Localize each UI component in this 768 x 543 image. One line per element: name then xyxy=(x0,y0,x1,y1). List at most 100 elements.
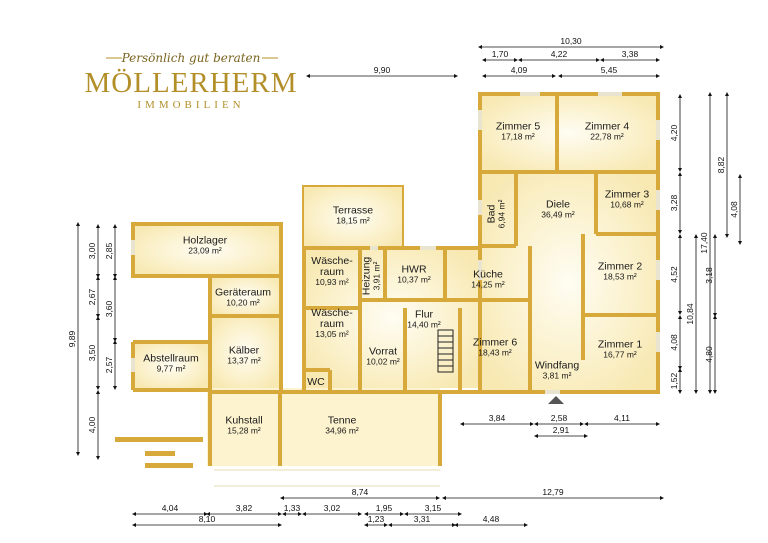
room-area: 3,91 m² xyxy=(372,261,382,290)
room-area: 34,96 m² xyxy=(325,426,359,436)
room-area: 3,81 m² xyxy=(543,371,572,381)
dimension-label: 8,74 xyxy=(352,487,369,497)
room-area: 10,20 m² xyxy=(226,298,260,308)
room-name: Zimmer 5 xyxy=(496,121,540,133)
dimension-label: 1,95 xyxy=(376,503,393,513)
dimension-label: 4,80 xyxy=(704,346,714,363)
room-name: Zimmer 3 xyxy=(605,189,649,201)
room-area: 14,40 m² xyxy=(407,320,441,330)
dimension-label: 1,23 xyxy=(368,514,385,524)
room-area: 16,77 m² xyxy=(603,350,637,360)
room-area: 22,78 m² xyxy=(590,132,624,142)
dimension-label: 3,00 xyxy=(87,242,97,259)
dimension-label: 4,00 xyxy=(87,416,97,433)
windows xyxy=(131,92,660,394)
dimension-label: 12,79 xyxy=(542,487,564,497)
dimension-label: 8,10 xyxy=(199,514,216,524)
dimension-label: 3,28 xyxy=(669,194,679,211)
room-area: 23,09 m² xyxy=(188,246,222,256)
dimension-label: 3,02 xyxy=(324,503,341,513)
walls xyxy=(131,92,660,466)
room-name: raum xyxy=(320,318,344,330)
room-name: Heizung xyxy=(361,257,373,296)
room-area: 18,43 m² xyxy=(478,348,512,358)
dimension-label: 2,58 xyxy=(551,413,568,423)
dimension-label: 2,67 xyxy=(87,288,97,305)
room-name: Holzlager xyxy=(183,235,228,247)
room-label-zimmer2: Zimmer 218,53 m² xyxy=(598,261,642,282)
logo-tagline: Persönlich gut beraten xyxy=(121,51,261,65)
room-name: Zimmer 2 xyxy=(598,261,642,273)
room-name: WC xyxy=(307,376,325,388)
dimension-label: 2,85 xyxy=(104,242,114,259)
room-area: 6,94 m² xyxy=(497,199,507,228)
room-name: Diele xyxy=(546,199,570,211)
dimension-label: 4,04 xyxy=(162,503,179,513)
dimension-label: 4,09 xyxy=(511,65,528,75)
room-area: 10,02 m² xyxy=(366,357,400,367)
dimension-label: 3,15 xyxy=(425,503,442,513)
room-area: 13,05 m² xyxy=(315,329,349,339)
dimension-label: 4,08 xyxy=(729,201,739,218)
room-area: 15,28 m² xyxy=(227,426,261,436)
dimension-label: 2,91 xyxy=(553,425,570,435)
dimension-label: 3,60 xyxy=(104,300,114,317)
dimension-label: 3,38 xyxy=(622,49,639,59)
room-label-zimmer5: Zimmer 517,18 m² xyxy=(496,121,540,142)
room-name: Bad xyxy=(486,205,498,224)
outside-steps xyxy=(115,437,203,468)
dimension-label: 5,45 xyxy=(601,65,618,75)
room-name: Vorrat xyxy=(369,346,397,358)
room-name: Tenne xyxy=(328,415,357,427)
room-label-zimmer6: Zimmer 618,43 m² xyxy=(473,337,517,358)
room-name: Geräteraum xyxy=(215,287,271,299)
dimension-label: 10,30 xyxy=(560,36,582,46)
room-label-zimmer1: Zimmer 116,77 m² xyxy=(598,339,642,360)
dimension-label: 9,89 xyxy=(67,330,77,347)
dimension-lines xyxy=(76,45,742,527)
tenne-gate xyxy=(214,469,440,487)
room-name: raum xyxy=(320,266,344,278)
room-label-zimmer4: Zimmer 422,78 m² xyxy=(585,121,629,142)
logo-subtitle: IMMOBILIEN xyxy=(137,99,244,111)
room-area: 10,68 m² xyxy=(610,200,644,210)
room-name: Windfang xyxy=(535,360,580,372)
room-labels: Zimmer 517,18 m² Zimmer 422,78 m² Zimmer 3… xyxy=(143,121,649,436)
room-name: Küche xyxy=(473,269,503,281)
dimension-label: 4,11 xyxy=(614,413,630,423)
dimension-label: 4,22 xyxy=(551,49,568,59)
dimension-label: 1,33 xyxy=(284,503,301,513)
room-name: Kälber xyxy=(229,345,260,357)
logo: Persönlich gut beraten MÖLLERHERM IMMOBI… xyxy=(85,51,297,111)
dimension-label: 1,52 xyxy=(669,372,679,389)
room-area: 17,18 m² xyxy=(501,132,535,142)
room-label-wc: WC xyxy=(307,376,325,388)
staircase xyxy=(437,329,454,373)
dimension-label: 8,82 xyxy=(716,156,726,173)
dimension-label: 9,90 xyxy=(374,65,391,75)
room-area: 18,15 m² xyxy=(336,216,370,226)
room-area: 10,93 m² xyxy=(315,277,349,287)
room-name: Zimmer 6 xyxy=(473,337,517,349)
dimension-label: 2,57 xyxy=(104,356,114,373)
room-name: HWR xyxy=(401,264,426,276)
room-area: 9,77 m² xyxy=(157,364,186,374)
room-fills xyxy=(133,94,658,466)
dimension-label: 1,70 xyxy=(492,49,509,59)
room-name: Wäsche- xyxy=(311,307,353,319)
room-name: Wäsche- xyxy=(311,255,353,267)
room-area: 14,25 m² xyxy=(471,280,505,290)
room-name: Zimmer 4 xyxy=(585,121,629,133)
